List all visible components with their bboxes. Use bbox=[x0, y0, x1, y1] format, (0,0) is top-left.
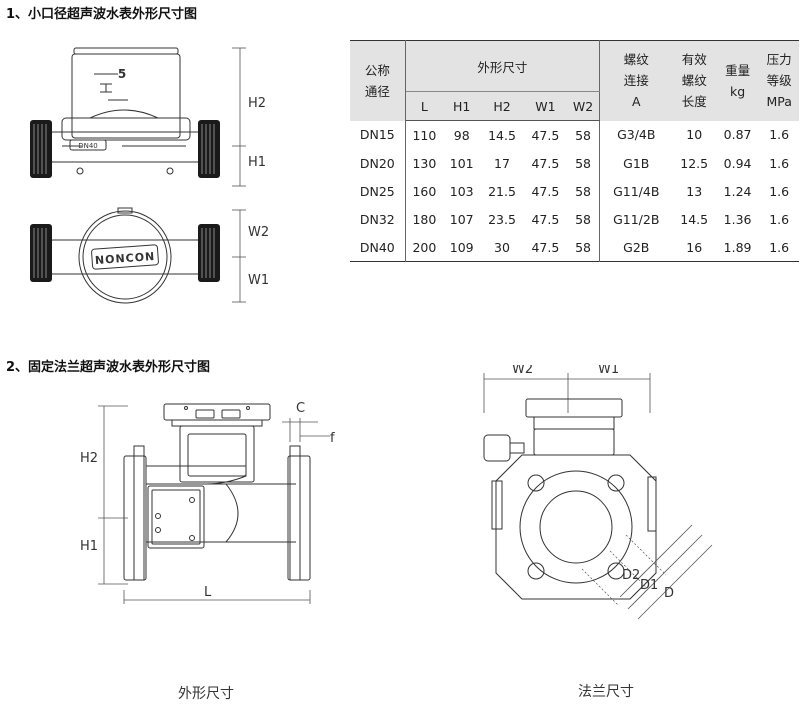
cell: 200 bbox=[412, 239, 437, 255]
cell: 58 bbox=[567, 149, 601, 177]
table-row: DN20 130 101 17 47.5 58 G1B 12.5 0.94 1.… bbox=[350, 149, 799, 177]
dim-h1: H1 bbox=[80, 539, 98, 554]
cell: 0.94 bbox=[723, 155, 752, 171]
cell: 1.6 bbox=[769, 127, 790, 143]
table-row: DN40 200 109 30 47.5 58 G2B 16 1.89 1.6 bbox=[350, 233, 799, 262]
cell: 10 bbox=[686, 127, 703, 143]
dim-c: C bbox=[296, 401, 305, 416]
cell: DN15 bbox=[350, 120, 406, 149]
flanged-meter-side-view: H2 H1 L C f bbox=[80, 401, 335, 604]
dim-d: D bbox=[664, 586, 674, 601]
cell: 58 bbox=[567, 233, 601, 262]
cell: 30 bbox=[494, 239, 510, 255]
dim-w2: W2 bbox=[512, 365, 533, 377]
cell: 47.5 bbox=[531, 239, 560, 255]
cell: 109 bbox=[449, 239, 474, 255]
small-meter-drawing: 5 DN40 NONCON bbox=[30, 47, 269, 304]
cell: G1B bbox=[623, 155, 650, 171]
dim-f: f bbox=[330, 431, 335, 446]
cell: 0.87 bbox=[723, 127, 752, 143]
dim-h1: H1 bbox=[248, 155, 266, 170]
cell: 47.5 bbox=[531, 155, 560, 171]
cell: DN20 bbox=[350, 149, 406, 177]
dim-l: L bbox=[204, 585, 212, 600]
cell: 16 bbox=[686, 239, 703, 255]
section2-title: 2、固定法兰超声波水表外形尺寸图 bbox=[6, 360, 211, 375]
cell: 13 bbox=[686, 183, 703, 199]
table-row: DN15 110 98 14.5 47.5 58 G3/4B 10 0.87 1… bbox=[350, 120, 799, 149]
cell: 47.5 bbox=[531, 127, 560, 143]
cell: 47.5 bbox=[531, 183, 560, 199]
cell: 17 bbox=[494, 155, 510, 171]
dim-w1: W1 bbox=[598, 365, 619, 377]
cell: 1.24 bbox=[723, 183, 752, 199]
cell: 58 bbox=[567, 177, 601, 205]
cell: G3/4B bbox=[617, 127, 656, 143]
dim-d1: D1 bbox=[640, 578, 658, 593]
small-meter-top-view: NONCON bbox=[30, 207, 220, 304]
cell: 1.89 bbox=[723, 239, 752, 255]
caption-flange-dimensions: 法兰尺寸 bbox=[578, 684, 634, 700]
cell: 21.5 bbox=[488, 183, 516, 199]
cell: 14.5 bbox=[680, 211, 709, 227]
cell: 180 bbox=[412, 211, 437, 227]
cell: 110 bbox=[412, 127, 437, 143]
flange-front-view: W2 W1 D2 D1 D bbox=[483, 365, 713, 620]
col-w2: W2 bbox=[567, 91, 601, 121]
dial-number: 5 bbox=[118, 67, 126, 81]
cell: 1.6 bbox=[769, 183, 790, 199]
cell: 23.5 bbox=[488, 211, 516, 227]
brand-label: NONCON bbox=[95, 250, 156, 267]
cell: DN40 bbox=[350, 233, 406, 262]
cell: DN25 bbox=[350, 177, 406, 205]
dim-w1: W1 bbox=[248, 273, 269, 288]
cell: 58 bbox=[567, 205, 601, 233]
cell: 98 bbox=[453, 127, 470, 143]
caption-outline-dimensions: 外形尺寸 bbox=[178, 686, 234, 702]
dim-h2: H2 bbox=[80, 451, 98, 466]
cell: G11/4B bbox=[613, 183, 660, 199]
cell: DN32 bbox=[350, 205, 406, 233]
cell: 1.6 bbox=[769, 239, 790, 255]
table-row: DN25 160 103 21.5 47.5 58 G11/4B 13 1.24… bbox=[350, 177, 799, 205]
col-nominal-header: 公称通径 bbox=[350, 40, 406, 121]
cell: 1.6 bbox=[769, 155, 790, 171]
cell: 103 bbox=[449, 183, 474, 199]
cell: 130 bbox=[412, 155, 437, 171]
cell: 101 bbox=[449, 155, 474, 171]
cell: G11/2B bbox=[613, 211, 660, 227]
cell: 12.5 bbox=[680, 155, 709, 171]
col-h2: H2 bbox=[480, 91, 524, 121]
cell: 47.5 bbox=[531, 211, 560, 227]
cell: G2B bbox=[623, 239, 650, 255]
col-w1: W1 bbox=[523, 91, 568, 121]
section1-title: 1、小口径超声波水表外形尺寸图 bbox=[6, 7, 198, 22]
col-l: L bbox=[405, 91, 444, 121]
dim-h2: H2 bbox=[248, 96, 266, 111]
col-effective-length-header: 有效螺纹长度 bbox=[672, 40, 716, 121]
left-thread bbox=[30, 120, 52, 178]
small-meter-front-view: 5 DN40 bbox=[30, 47, 220, 178]
cell: 58 bbox=[567, 120, 601, 149]
col-h1: H1 bbox=[443, 91, 481, 121]
pipe-size-label: DN40 bbox=[78, 142, 98, 150]
cell: 1.36 bbox=[723, 211, 752, 227]
col-outline-header: 外形尺寸 bbox=[405, 40, 601, 92]
dim-w2: W2 bbox=[248, 225, 269, 240]
cell: 1.6 bbox=[769, 211, 790, 227]
dim-d2: D2 bbox=[622, 568, 640, 583]
table-row: DN32 180 107 23.5 47.5 58 G11/2B 14.5 1.… bbox=[350, 205, 799, 233]
cell: 107 bbox=[449, 211, 474, 227]
cell: 160 bbox=[412, 183, 437, 199]
right-thread bbox=[198, 120, 220, 178]
cell: 14.5 bbox=[488, 127, 516, 143]
